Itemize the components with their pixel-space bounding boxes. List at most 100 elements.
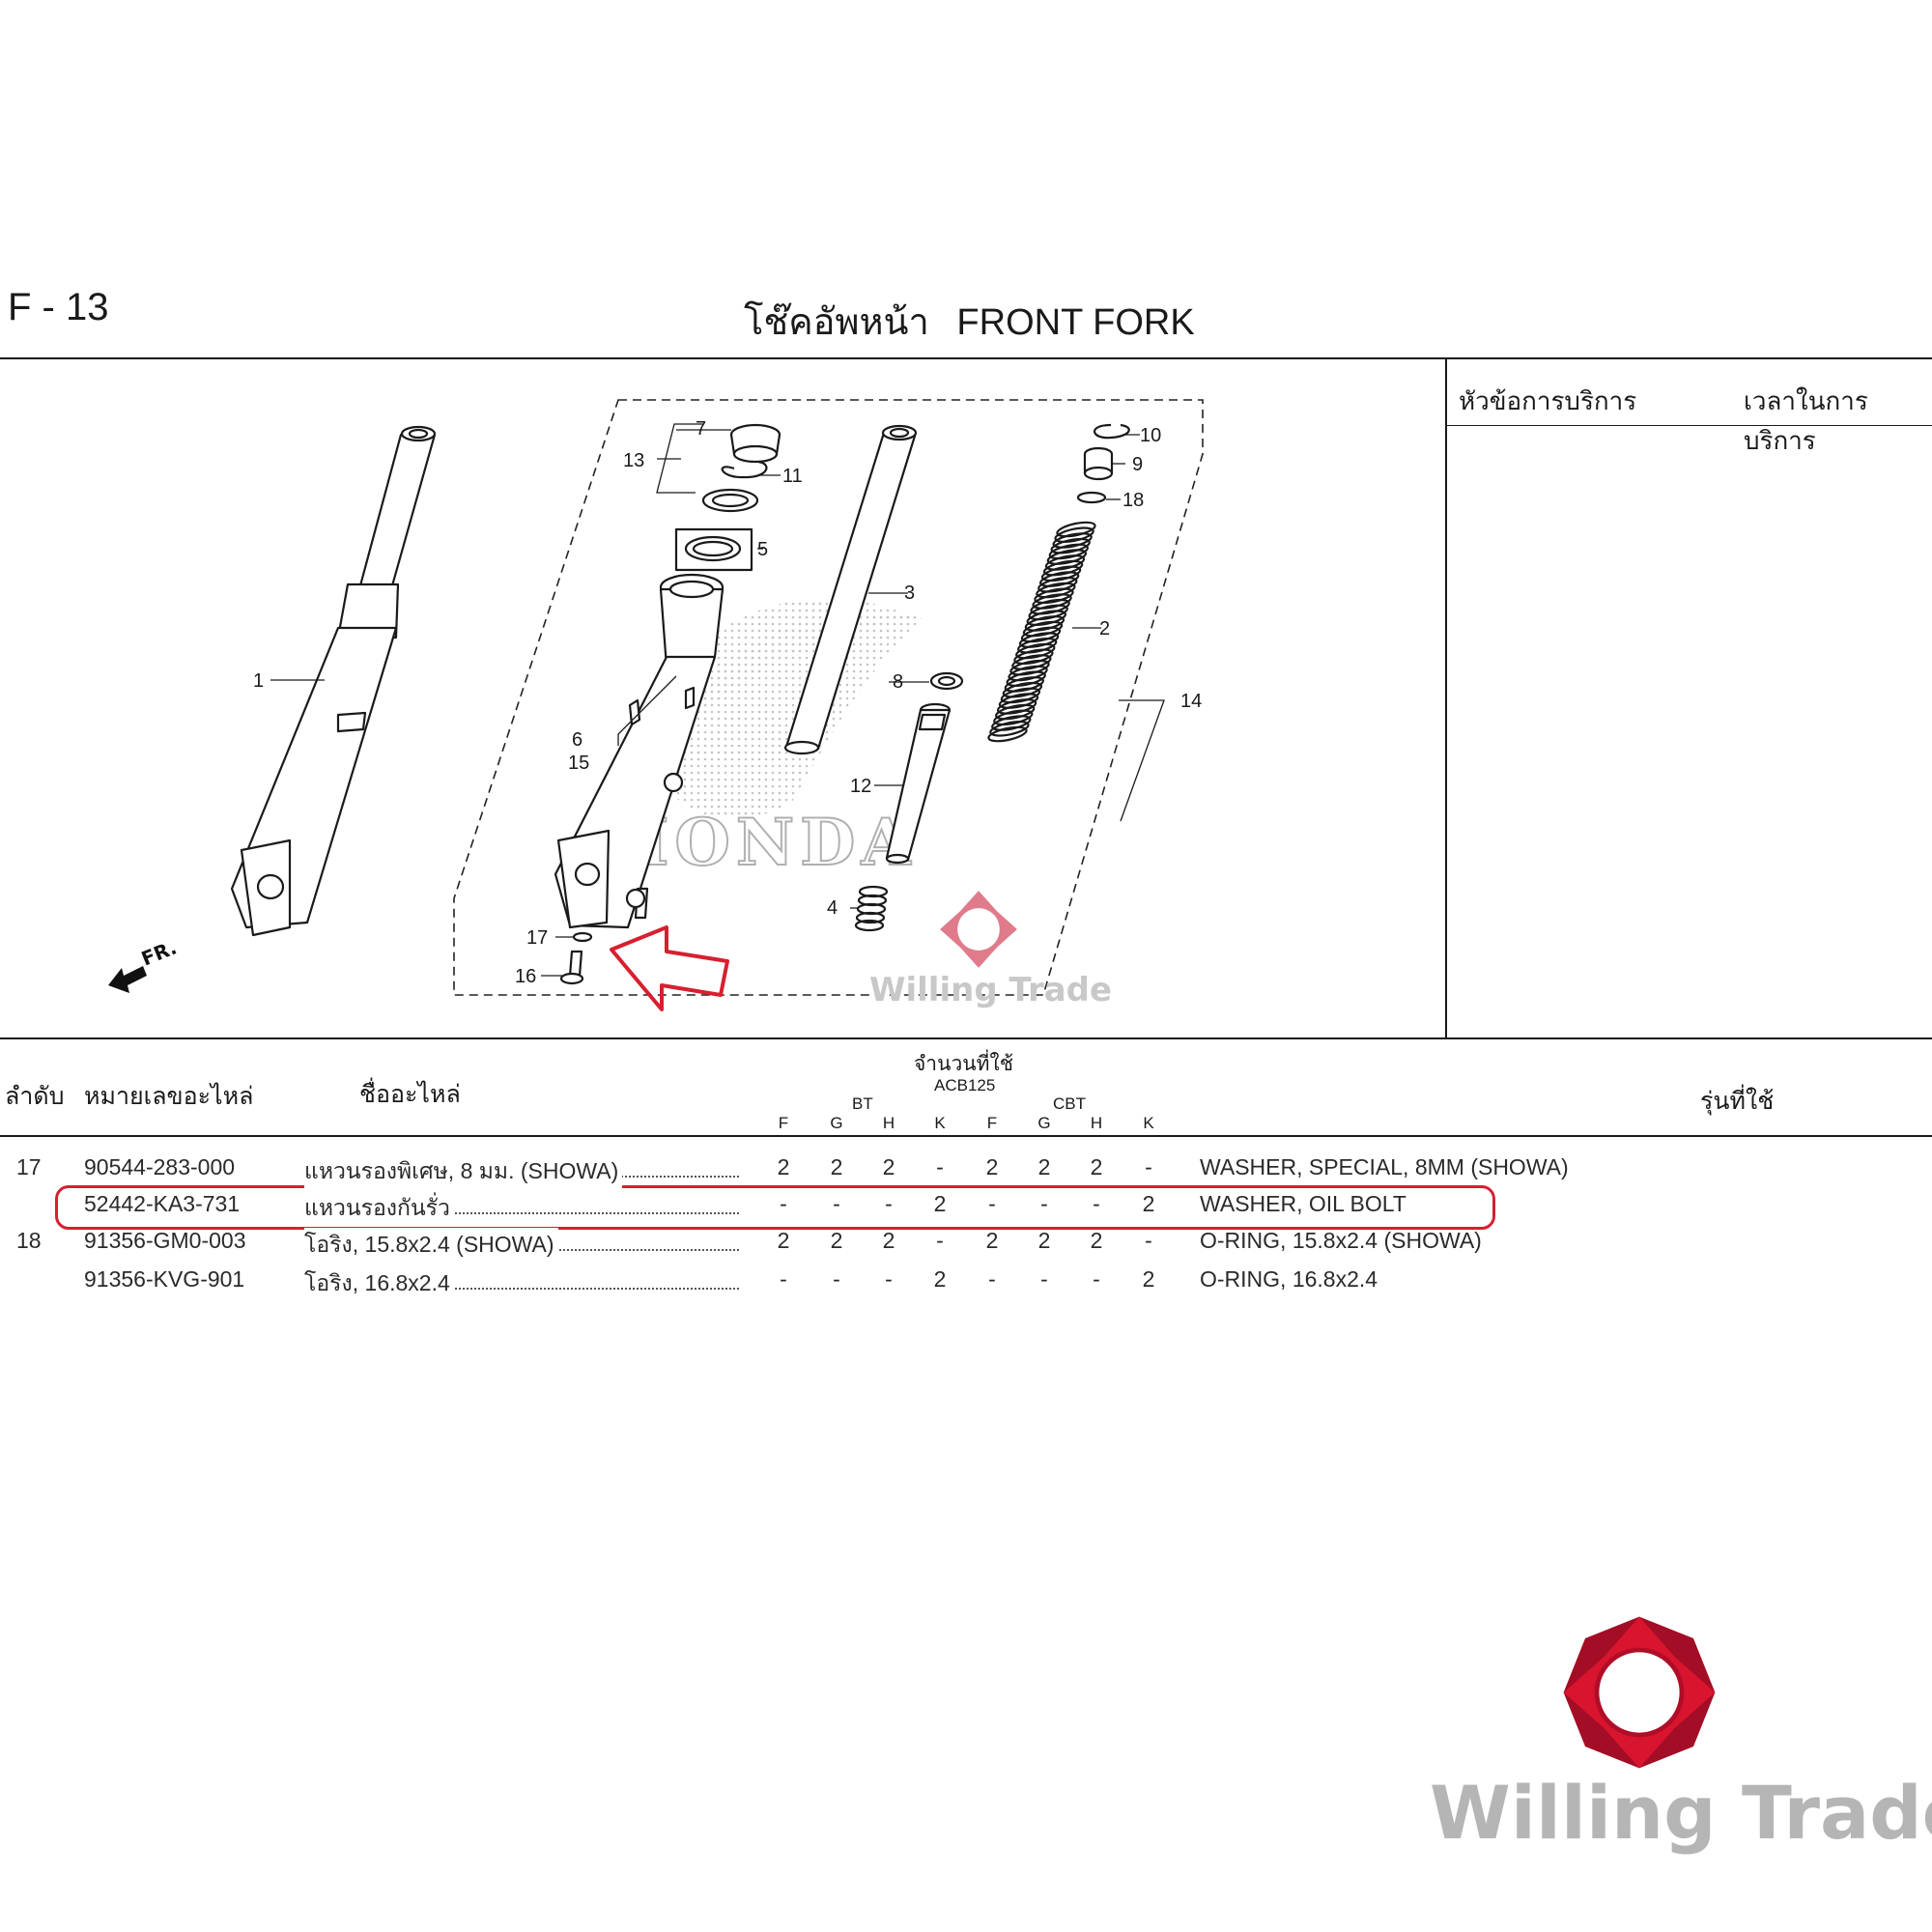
row-qty-6: 2 bbox=[1037, 1228, 1051, 1253]
part-3-fork-pipe bbox=[783, 424, 918, 755]
part-2-fork-spring bbox=[987, 521, 1096, 743]
spring-coil bbox=[1022, 620, 1064, 638]
part-5-back-up-ring bbox=[684, 535, 742, 562]
row-index: 18 bbox=[16, 1228, 42, 1253]
row-part-number: 52442-KA3-731 bbox=[84, 1191, 241, 1216]
callout-1: 1 bbox=[253, 670, 264, 692]
front-direction-arrow: FR. bbox=[108, 936, 180, 993]
spring-coil bbox=[1002, 681, 1043, 698]
spring-coil bbox=[993, 709, 1034, 726]
background-wing-logo bbox=[638, 598, 923, 819]
row-qty-8: 2 bbox=[1142, 1266, 1155, 1292]
callout-5: 5 bbox=[757, 539, 768, 560]
callout-11: 11 bbox=[782, 466, 803, 487]
col-header-model: ACB125 bbox=[934, 1076, 996, 1094]
callout-3: 3 bbox=[904, 582, 915, 604]
page-title: โช๊คอัพหน้า FRONT FORK bbox=[744, 292, 1195, 351]
diagram-watermark-logo bbox=[940, 891, 1017, 968]
spring-coil bbox=[1024, 615, 1065, 632]
row-qty-6: - bbox=[1040, 1191, 1048, 1216]
spring-coil bbox=[1048, 543, 1090, 560]
spring-coil bbox=[1018, 632, 1060, 648]
spring-coil bbox=[1000, 687, 1041, 704]
row-part-name-english: O-RING, 16.8x2.4 bbox=[1200, 1266, 1378, 1292]
spring-coil bbox=[1054, 526, 1094, 543]
spring-coil bbox=[1046, 549, 1088, 565]
title-thai: โช๊คอัพหน้า bbox=[744, 302, 929, 343]
row-qty-7: 2 bbox=[1090, 1228, 1103, 1253]
service-head-rule bbox=[1445, 425, 1932, 426]
spring-coil bbox=[989, 721, 1030, 737]
callout-6: 6 bbox=[572, 729, 582, 751]
row-part-number: 90544-283-000 bbox=[84, 1154, 236, 1179]
spring-coil bbox=[1044, 554, 1086, 571]
row-qty-1: - bbox=[780, 1266, 787, 1292]
row-qty-7: - bbox=[1093, 1191, 1100, 1216]
subcol-cbt-h: H bbox=[1090, 1114, 1103, 1132]
spring-coil bbox=[1050, 537, 1091, 554]
highlight-arrow bbox=[610, 925, 729, 1011]
subcol-bt-f: F bbox=[778, 1114, 789, 1132]
brand-name: Willing Trade bbox=[1430, 1770, 1932, 1856]
row-part-number: 91356-GM0-003 bbox=[84, 1228, 246, 1253]
callout-18: 18 bbox=[1122, 490, 1144, 511]
row-qty-7: - bbox=[1093, 1266, 1100, 1292]
spring-coil bbox=[1034, 587, 1074, 605]
row-qty-7: 2 bbox=[1090, 1154, 1103, 1179]
col-header-quantity: จำนวนที่ใช้ bbox=[914, 1053, 1013, 1075]
callout-7: 7 bbox=[696, 418, 706, 440]
row-qty-2: - bbox=[833, 1266, 840, 1292]
spring-coil bbox=[1016, 638, 1058, 654]
diagram-bottom-rule bbox=[0, 1037, 1932, 1039]
row-part-name-thai: โอริง, 16.8x2.4 bbox=[304, 1266, 454, 1301]
page-code: F - 13 bbox=[8, 286, 109, 328]
row-index: 17 bbox=[16, 1154, 42, 1179]
col-header-index: ลำดับ bbox=[5, 1083, 65, 1110]
row-qty-4: - bbox=[936, 1154, 944, 1179]
spring-coil bbox=[1008, 665, 1048, 682]
row-qty-8: 2 bbox=[1142, 1191, 1155, 1216]
subcol-cbt-f: F bbox=[986, 1114, 998, 1132]
row-qty-3: - bbox=[885, 1191, 893, 1216]
spring-coil bbox=[1028, 604, 1068, 621]
qty-subheaders: F G H K F G H K bbox=[0, 1114, 1932, 1135]
row-highlight-box bbox=[55, 1185, 1495, 1230]
part-4-rebound-spring bbox=[854, 885, 889, 932]
row-part-name-english: WASHER, SPECIAL, 8MM (SHOWA) bbox=[1200, 1154, 1569, 1179]
row-qty-4: - bbox=[936, 1228, 944, 1253]
row-qty-6: - bbox=[1040, 1266, 1048, 1292]
row-qty-1: 2 bbox=[777, 1154, 790, 1179]
row-part-name-thai: แหวนรองกันรั่ว bbox=[304, 1191, 454, 1226]
row-qty-4: 2 bbox=[933, 1266, 947, 1292]
brand-logo-icon bbox=[1563, 1616, 1716, 1769]
service-time-header: เวลาในการบริการ bbox=[1744, 386, 1868, 455]
row-qty-5: 2 bbox=[985, 1228, 999, 1253]
part-13-oil-seal bbox=[701, 488, 759, 513]
spring-coil bbox=[1056, 521, 1096, 538]
spring-coil bbox=[1006, 670, 1046, 687]
callout-12: 12 bbox=[850, 776, 871, 797]
row-qty-5: - bbox=[988, 1191, 996, 1216]
row-qty-2: 2 bbox=[830, 1154, 843, 1179]
leader-lines bbox=[270, 423, 1165, 977]
title-english: FRONT FORK bbox=[956, 302, 1195, 343]
part-7-dust-seal bbox=[729, 423, 781, 464]
assembly-frame bbox=[453, 399, 1204, 996]
spring-coil bbox=[1040, 565, 1082, 582]
top-rule bbox=[0, 357, 1932, 359]
row-leader-dots bbox=[304, 1191, 739, 1214]
spring-coil bbox=[1037, 577, 1078, 593]
col-header-part-name: ชื่ออะไหล่ bbox=[359, 1081, 461, 1108]
subcol-cbt-k: K bbox=[1143, 1114, 1154, 1132]
part-12-fork-piston bbox=[885, 702, 952, 865]
callout-2: 2 bbox=[1099, 618, 1110, 639]
subcol-cbt-g: G bbox=[1037, 1114, 1051, 1132]
spring-coil bbox=[1032, 593, 1072, 610]
col-header-applicable-model: รุ่นที่ใช้ bbox=[1700, 1088, 1775, 1115]
row-qty-3: 2 bbox=[882, 1228, 895, 1253]
part-11-stopper-ring bbox=[721, 460, 768, 479]
